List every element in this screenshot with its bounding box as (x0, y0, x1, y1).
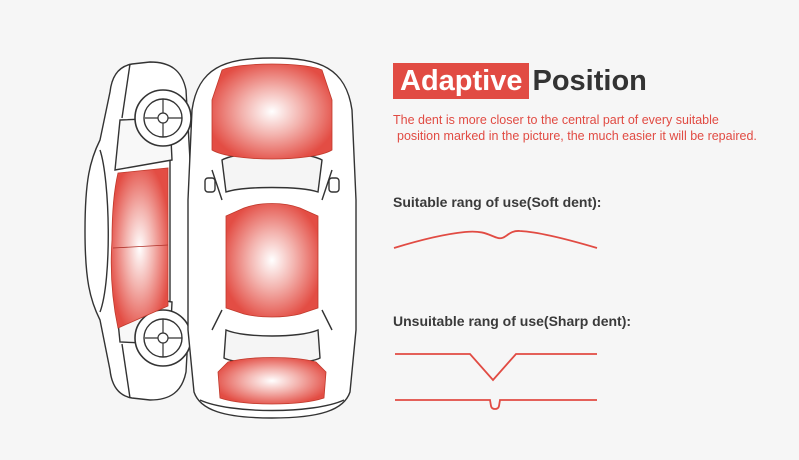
car-side-wheel-front (134, 89, 192, 147)
sharp-dent-notch-curve (395, 399, 597, 410)
page-title: Adaptive Position (393, 62, 647, 100)
unsuitable-label: Unsuitable rang of use(Sharp dent): (393, 313, 632, 329)
title-rest: Position (532, 65, 647, 97)
side-door-zone (110, 167, 169, 329)
sharp-dent-v-curve (395, 353, 597, 382)
suitable-label: Suitable rang of use(Soft dent): (393, 194, 602, 210)
description: The dent is more closer to the central p… (393, 112, 793, 144)
title-highlight: Adaptive (393, 63, 530, 99)
soft-dent-curve (393, 230, 598, 249)
description-line-2: position marked in the picture, the much… (397, 129, 757, 143)
top-trunk-zone (217, 357, 327, 405)
top-hood-zone (211, 63, 333, 160)
top-roof-zone (225, 203, 319, 318)
car-side-wheel-rear (134, 309, 192, 367)
car-diagrams (84, 57, 357, 419)
description-line-1: The dent is more closer to the central p… (393, 113, 719, 127)
